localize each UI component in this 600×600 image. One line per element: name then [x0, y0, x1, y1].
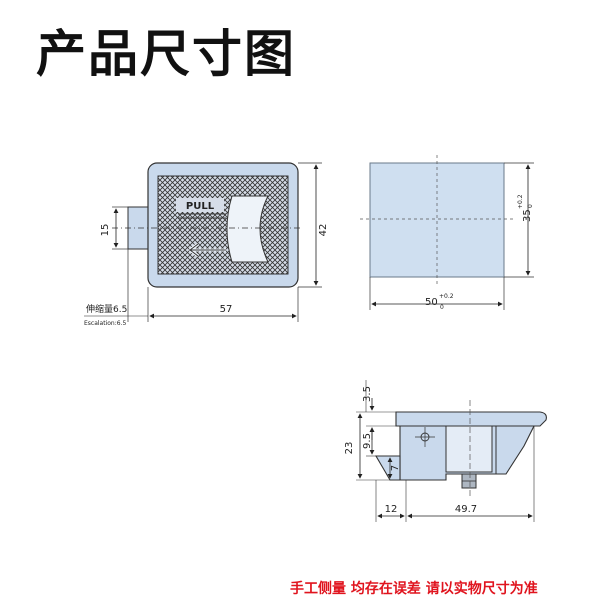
cut-height-tol-lower: 0 — [527, 204, 534, 208]
dim-height: 42 — [318, 224, 329, 237]
finger-recess — [226, 195, 269, 263]
dim-slot: 15 — [100, 224, 111, 237]
dim-right: 49.7 — [455, 504, 477, 515]
knurled-grip — [157, 175, 289, 275]
pull-label: PULL — [186, 201, 215, 212]
dim-total: 23 — [344, 442, 355, 455]
side-flange — [395, 411, 547, 427]
dim-left: 12 — [385, 504, 398, 515]
dim-latch: 7 — [390, 465, 401, 471]
cut-width-base: 50 — [425, 297, 438, 308]
cut-width-tol-lower: 0 — [440, 304, 444, 311]
front-view: PULL 15 42 57 伸缩量6.5 Escalation:6.5 — [84, 162, 329, 327]
cut-height-base: 35 — [522, 209, 533, 222]
footer-note: 手工侧量 均存在误差 请以实物尺寸为准 — [290, 581, 538, 597]
cutout-view: 35 +0.2 0 50 +0.2 0 — [360, 155, 534, 311]
page-title: 产品尺寸图 — [36, 25, 296, 83]
escalation-en: Escalation:6.5 — [84, 320, 126, 327]
cut-width-tol-upper: +0.2 — [439, 293, 454, 300]
pull-label-bg — [176, 198, 224, 212]
cut-height-tol-upper: +0.2 — [517, 194, 524, 209]
side-inner-block — [445, 425, 493, 473]
dim-mid: 9.5 — [362, 433, 373, 449]
arrow-left-icon-outline — [189, 243, 226, 257]
dim-width: 57 — [220, 304, 233, 315]
dim-top: 3.5 — [362, 386, 373, 402]
escalation-cn: 伸缩量6.5 — [86, 303, 127, 315]
side-view: 3.5 9.5 23 7 12 49.7 — [344, 380, 547, 522]
